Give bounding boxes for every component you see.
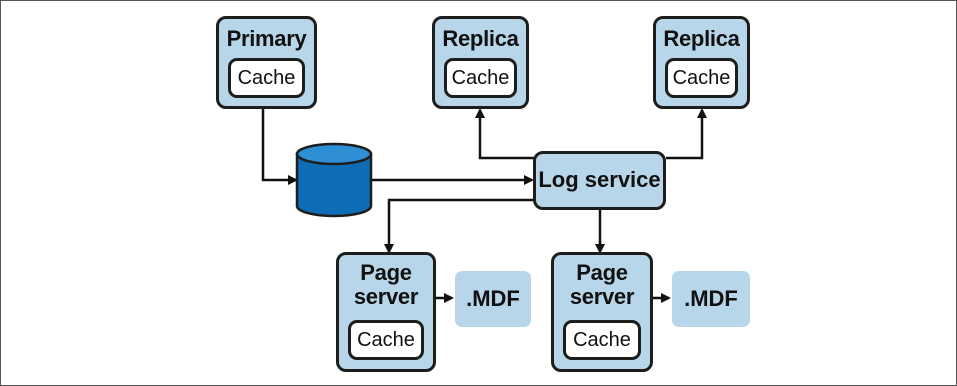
replica-right-title: Replica [663,26,740,51]
page-server-left-title-line2: server [353,284,419,309]
page-server-right-title-line2: server [569,284,635,309]
page-server-left-title-line1: Page [360,260,412,285]
log-service-node: Log service [533,151,666,210]
page-server-left-node: Page server Cache [336,252,436,372]
database-icon [295,142,373,218]
page-server-right-mdf: .MDF [672,271,750,327]
primary-cache: Cache [228,58,305,98]
page-server-left-mdf: .MDF [455,271,531,327]
replica-left-node: Replica Cache [432,16,529,109]
primary-title: Primary [226,26,307,51]
log-service-to-page-server-left-arrow [384,198,534,254]
primary-to-database-arrow [261,108,298,185]
page-server-right-title-line1: Page [576,260,628,285]
page-server-right-cache: Cache [563,320,641,360]
page-server-left-cache: Cache [348,320,424,360]
replica-right-node: Replica Cache [653,16,750,109]
primary-node: Primary Cache [216,16,317,109]
replica-left-title: Replica [442,26,519,51]
page-server-right-node: Page server Cache [551,252,653,372]
replica-left-cache: Cache [444,58,517,98]
log-service-to-replica-right-arrow [666,108,707,160]
replica-right-cache: Cache [665,58,738,98]
log-service-to-replica-left-arrow [475,108,534,160]
